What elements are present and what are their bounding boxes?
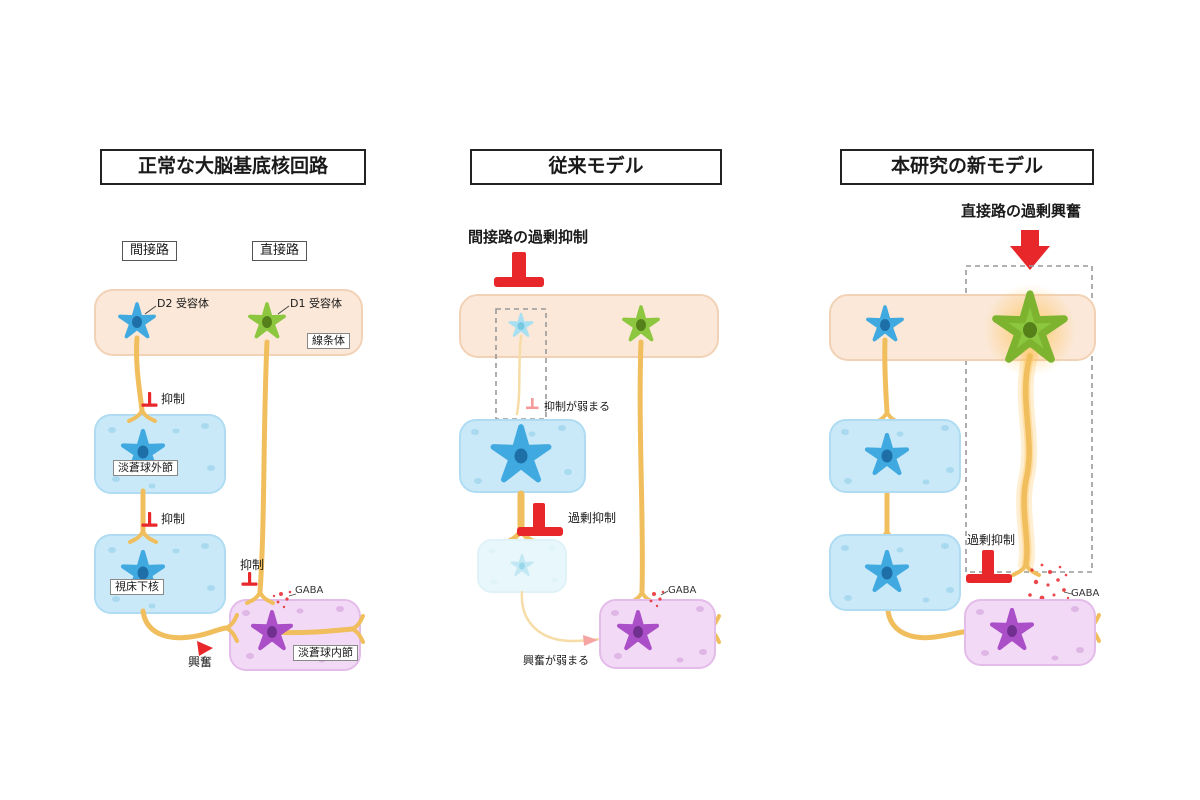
d2-receptor-label: D2 受容体 [157, 297, 209, 310]
glowing-direct-axon [1011, 348, 1041, 577]
striatum-box [94, 289, 363, 356]
inhibition-label-3: 抑制 [240, 558, 265, 572]
faded-axon-2 [520, 590, 602, 643]
weakened-excitation-arrow [583, 635, 598, 646]
excess-excitation-arrow [1010, 230, 1050, 270]
d2-pointer-line [144, 305, 157, 315]
inhibition-symbol-2 [141, 512, 158, 527]
striatum-box [459, 294, 719, 358]
inhibition-symbol-1 [141, 392, 158, 407]
gpe-tag: 淡蒼球外節 [113, 460, 178, 476]
faded-d2-neuron [508, 312, 534, 337]
inhibition-label-2: 抑制 [161, 512, 186, 526]
inhibition-symbol-3 [241, 572, 258, 586]
gpi-box [964, 599, 1096, 666]
gaba-label-new-model: GABA [1071, 588, 1100, 599]
inhibition-label-1: 抑制 [161, 392, 186, 406]
gaba-dots-conventional [649, 590, 665, 608]
indirect-pathway-tag: 間接路 [122, 241, 178, 262]
stn-tag: 視床下核 [110, 579, 164, 595]
panel-new-model [829, 230, 1101, 666]
panel-title-normal: 正常な大脳基底核回路 [100, 149, 366, 185]
gaba-pointer-line [660, 590, 669, 596]
gpe-neuron [867, 435, 907, 473]
overactive-pathway-dashed-box [965, 265, 1093, 573]
striatum-tag: 線条体 [307, 333, 350, 349]
excess-inhibition-symbol [966, 550, 1012, 583]
d2-neuron [118, 302, 156, 339]
stn-neuron [123, 552, 163, 590]
panel-title-conventional: 従来モデル [470, 149, 722, 185]
overactive-d1-neuron [996, 294, 1064, 359]
excitation-label: 興奮 [188, 655, 213, 669]
weakened-excitation-label: 興奮が弱まる [523, 654, 589, 667]
panel-conventional-model [459, 252, 721, 669]
excitation-arrow [197, 641, 213, 656]
gpi-tag: 淡蒼球内節 [293, 645, 358, 661]
d1-pointer-line [277, 305, 290, 315]
gpi-neuron [251, 610, 293, 651]
d2-neuron [866, 305, 904, 342]
weakened-inhibition-symbol [526, 398, 539, 410]
weakened-stn-neuron [510, 553, 534, 577]
direct-pathway-tag: 直接路 [252, 241, 308, 262]
gpi-box [599, 599, 716, 669]
gaba-label-conventional: GABA [668, 585, 697, 596]
d1-receptor-label: D1 受容体 [290, 297, 342, 310]
gpi-neuron [617, 610, 659, 651]
gaba-dots-normal [272, 590, 292, 609]
faded-axon-1 [515, 334, 523, 416]
d1-neuron [622, 305, 660, 342]
excess-inhibition-symbol-mid [517, 503, 563, 536]
d1-neuron [248, 302, 286, 339]
panel-title-new-model: 本研究の新モデル [840, 149, 1094, 185]
overactive-gpe-neuron [493, 427, 548, 479]
excess-inhibition-mid-label: 過剰抑制 [568, 511, 617, 525]
gpe-box [94, 414, 226, 494]
excess-excitation-top-label: 直接路の過剰興奮 [961, 202, 1082, 220]
excess-inhibition-symbol-top [494, 252, 544, 287]
stn-box [94, 534, 226, 614]
stn-neuron [867, 552, 907, 590]
weakened-inhibition-label: 抑制が弱まる [544, 400, 610, 413]
gaba-pointer-line [288, 593, 297, 597]
gaba-pointer-line [1063, 591, 1073, 595]
gpi-neuron [992, 610, 1032, 648]
gaba-label-normal: GABA [295, 585, 324, 596]
excess-inhibition-label-new: 過剰抑制 [967, 533, 1016, 547]
excess-inhibition-top-label: 間接路の過剰抑制 [468, 228, 589, 246]
gpe-neuron [123, 431, 163, 469]
